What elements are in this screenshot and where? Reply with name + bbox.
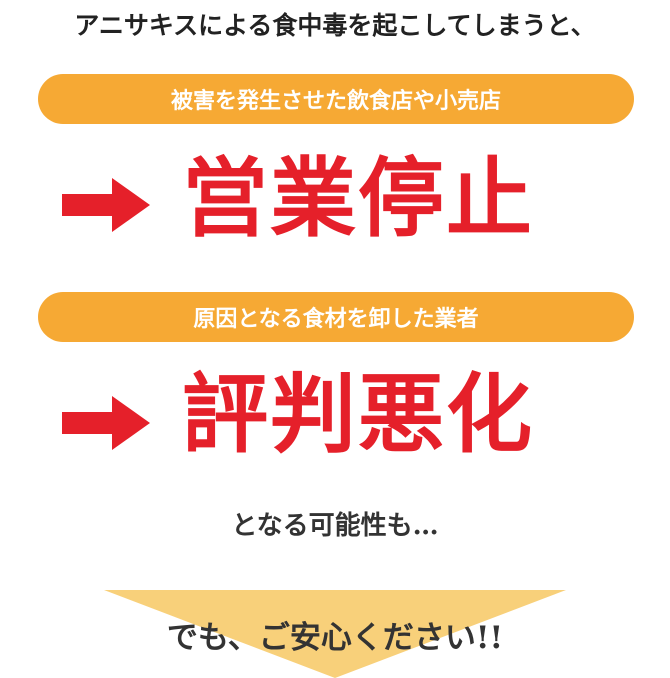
right-arrow-icon — [62, 396, 150, 450]
consequence-reputation-damage: 評判悪化 — [182, 364, 534, 465]
closing-text: でも、ご安心ください!! — [166, 620, 504, 656]
possibility-text: となる可能性も… — [231, 511, 439, 541]
right-arrow-icon — [62, 178, 150, 232]
headline: アニサキスによる食中毒を起こしてしまうと、 — [74, 11, 596, 40]
case-label-pill: 被害を発生させた飲食店や小売店 — [38, 74, 634, 124]
case-label-pill: 原因となる食材を卸した業者 — [38, 292, 634, 342]
consequence-business-suspension: 営業停止 — [182, 148, 534, 249]
down-triangle-icon — [104, 590, 566, 678]
